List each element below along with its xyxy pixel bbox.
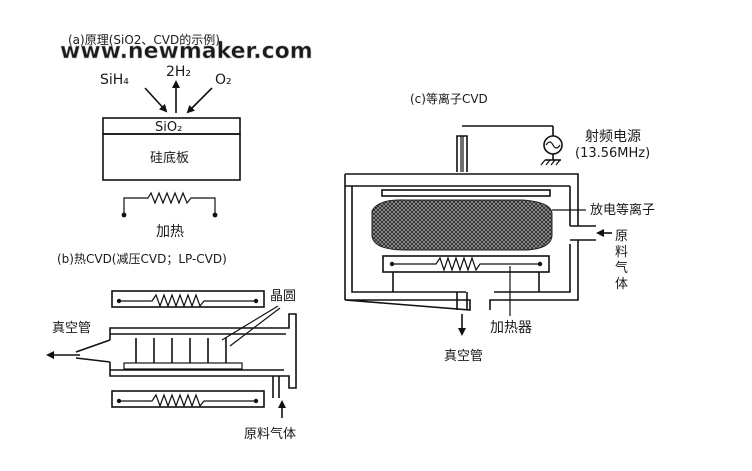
panel-b: (b)热CVD(减压CVD；LP-CVD) [46, 252, 297, 442]
wafer-leader-2 [229, 307, 281, 347]
o2-arrow [186, 87, 213, 114]
gas-label-c-3: 气 [615, 260, 628, 276]
gas-label-c-2: 料 [615, 245, 628, 260]
panel-c-title: (c)等离子CVD [410, 91, 488, 106]
top-heater [111, 290, 265, 308]
gas-out-h2-label: 2H₂ [166, 64, 191, 80]
gas-label-c-1: 原 [615, 229, 628, 244]
rf-source [462, 125, 563, 166]
substrate-label: 硅底板 [150, 150, 189, 166]
upper-electrode [381, 189, 551, 197]
vacuum-label-b: 真空管 [52, 321, 91, 336]
plasma-label: 放电等离子 [590, 202, 655, 218]
vacuum-label-c: 真空管 [444, 349, 483, 364]
rf-label-1: 射频电源 [585, 129, 641, 145]
panel-b-title: (b)热CVD(减压CVD；LP-CVD) [57, 252, 227, 266]
silicon-substrate [102, 133, 241, 181]
panel-a-title: (a)原理(SiO2、CVD的示例) [68, 32, 220, 47]
heater-stage [382, 255, 550, 292]
gas-label-b: 原料气体 [244, 426, 296, 442]
sio2-film-label: SiO₂ [155, 120, 182, 135]
sih4-arrow [144, 87, 168, 113]
heater-label-c: 加热器 [490, 320, 532, 336]
watermark: www.newmaker.com [60, 39, 313, 64]
wafer-leader-1 [221, 305, 279, 341]
gas-in-sih4-label: SiH₄ [100, 72, 129, 88]
gas-label-c-4: 体 [615, 277, 628, 292]
wafer-boat [123, 338, 243, 370]
gas-inlet-pipe [570, 225, 596, 241]
panel-c: (c)等离子CVD 射频电源 (13.56MHz) [344, 91, 655, 364]
heater-label: 加热 [156, 224, 184, 240]
chamber [344, 173, 579, 311]
exhaust-pipe [456, 292, 468, 310]
electrode-feed [456, 135, 468, 172]
gas-in-o2-label: O₂ [215, 72, 232, 88]
electrode-feed-inner [460, 136, 464, 172]
plasma-cloud [371, 199, 553, 251]
wafer-label: 晶圆 [270, 289, 296, 304]
quartz-tube [75, 313, 297, 398]
heater-element [121, 191, 218, 218]
panel-a: (a)原理(SiO2、CVD的示例) SiH₄ 2H₂ O₂ SiO₂ 硅底板 … [68, 32, 241, 240]
bottom-heater [111, 390, 265, 408]
rf-label-2: (13.56MHz) [575, 146, 650, 161]
